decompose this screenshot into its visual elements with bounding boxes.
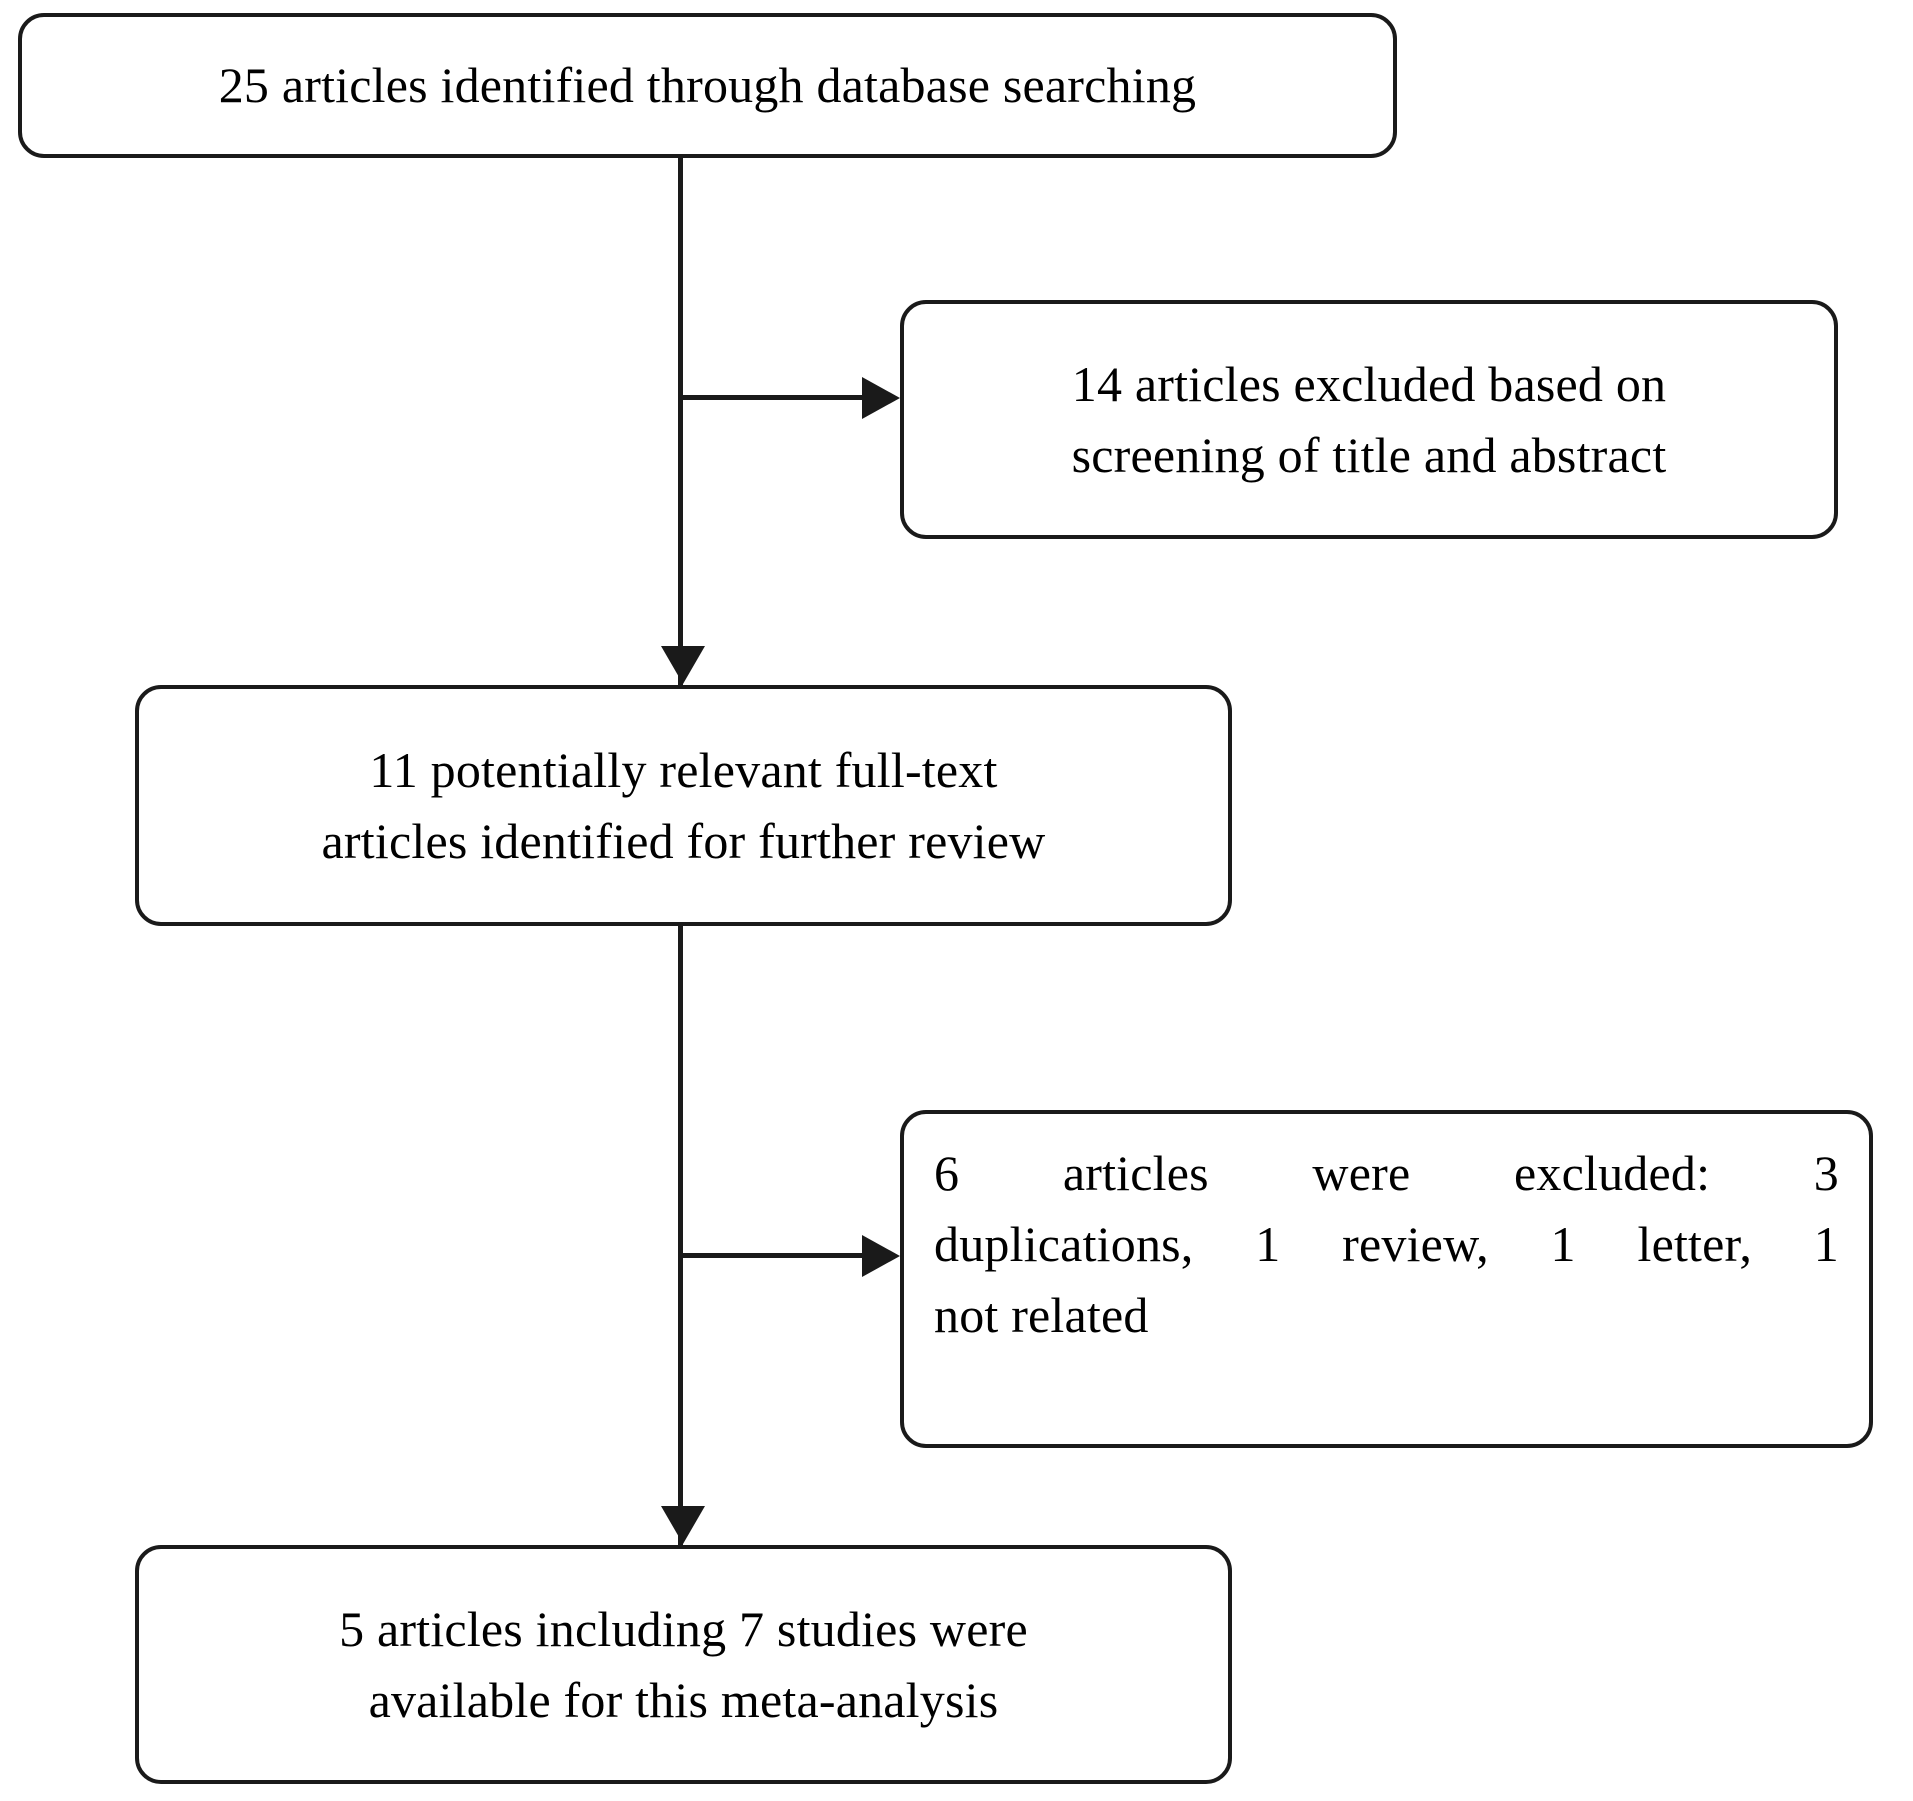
node-studies-included-line-2: available for this meta-analysis (368, 1671, 999, 1728)
node-full-text-articles-assessed: 11 potentially relevant full-text articl… (135, 685, 1232, 926)
connector-fulltext-to-excluded-2-line (680, 1253, 862, 1258)
arrow-right-icon-fulltext-to-excluded-2 (862, 1235, 900, 1277)
node-full-text-articles-assessed-line-1: 11 potentially relevant full-text (369, 741, 998, 798)
arrow-down-icon-identified-to-fulltext (661, 646, 705, 684)
node-full-text-articles-assessed-line-2: articles identified for further review (321, 812, 1046, 869)
node-full-text-articles-excluded-line-2: duplications, 1 review, 1 letter, 1 (934, 1216, 1839, 1272)
node-full-text-articles-excluded-line-3: not related (934, 1287, 1149, 1343)
node-records-excluded-screening: 14 articles excluded based on screening … (900, 300, 1838, 539)
node-full-text-articles-excluded: 6 articles were excluded: 3 duplications… (900, 1110, 1873, 1448)
node-full-text-articles-excluded-line-1: 6 articles were excluded: 3 (934, 1145, 1839, 1201)
arrow-right-icon-identified-to-excluded-1 (862, 377, 900, 419)
arrow-down-icon-fulltext-to-included (661, 1506, 705, 1544)
connector-fulltext-to-included-line (678, 925, 683, 1547)
node-records-identified: 25 articles identified through database … (18, 13, 1397, 158)
node-studies-included: 5 articles including 7 studies were avai… (135, 1545, 1232, 1784)
connector-identified-to-fulltext-line (678, 157, 683, 687)
connector-identified-to-excluded-1-line (680, 395, 862, 400)
node-records-excluded-screening-line-1: 14 articles excluded based on (1071, 355, 1667, 412)
node-records-identified-line-1: 25 articles identified through database … (218, 57, 1197, 113)
node-studies-included-line-1: 5 articles including 7 studies were (339, 1600, 1028, 1657)
node-records-excluded-screening-line-2: screening of title and abstract (1071, 426, 1667, 483)
